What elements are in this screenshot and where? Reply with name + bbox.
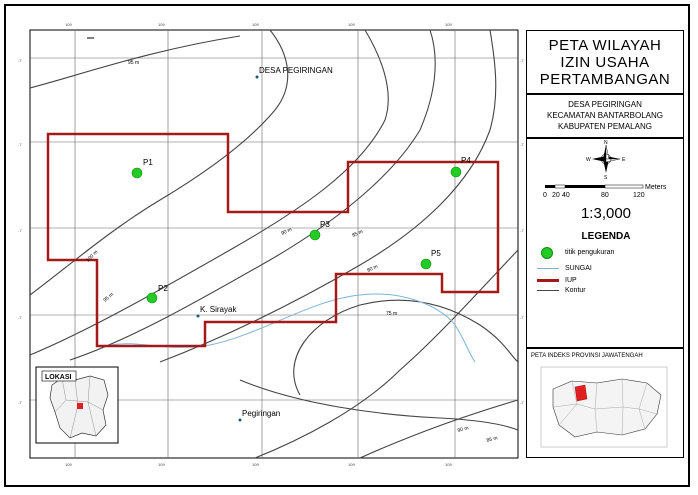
legend-panel: N E W S 0 20 40 80 120 Meters 1:3,000 LE… [526,138,684,348]
bottom-tick-5: 109 [445,462,452,467]
contour-label-3: 95 m [102,292,114,304]
scale-tick-40: 40 [562,192,570,199]
svg-text:S: S [604,175,608,181]
place-pegiringan-marker [238,418,242,422]
index-map-highlight [574,384,588,402]
lokasi-title: LOKASI [45,374,72,381]
top-tick-5: 109 [445,22,452,27]
svg-text:N: N [604,140,608,146]
scale-tick-20: 20 [552,192,560,199]
legend-label-titik: titik pengukuran [565,248,615,256]
legend-item-iup: IUP [537,275,577,285]
map-subtitle-line-3: KABUPATEN PEMALANG [558,122,652,131]
place-k-sirayak-label: K. Sirayak [200,305,237,314]
point-p2-label: P2 [158,284,168,293]
left-tick-5: -7 [18,400,22,405]
point-p2-marker[interactable] [146,292,158,304]
map-title-line-3: PERTAMBANGAN [539,71,671,88]
contour-line-icon [537,285,561,295]
map-title-line-1: PETA WILAYAH [548,37,662,54]
lokasi-highlight [77,403,83,409]
point-p5-marker[interactable] [420,258,432,270]
top-tick-1: 109 [65,22,72,27]
place-k-sirayak-marker [196,314,200,318]
contour-labels: 95 m 100 m 95 m 90 m 85 m 80 m 75 m 90 m… [85,60,498,444]
map-title-panel: PETA WILAYAH IZIN USAHA PERTAMBANGAN [526,30,684,94]
contour-label-5: 85 m [351,229,364,239]
iup-boundary [46,132,500,348]
place-markers: DESA PEGIRINGAN K. Sirayak Pegiringan [196,66,333,422]
scale-unit: Meters [645,184,667,191]
bottom-tick-3: 109 [252,462,259,467]
bottom-tick-1: 109 [65,462,72,467]
bottom-tick-4: 109 [348,462,355,467]
map-title-line-2: IZIN USAHA [560,54,650,71]
top-tick-4: 109 [348,22,355,27]
legend-item-sungai: SUNGAI [537,263,592,273]
scale-tick-80: 80 [601,192,609,199]
svg-text:W: W [586,157,591,163]
point-p3-marker[interactable] [309,229,321,241]
point-p4-marker[interactable] [450,166,462,178]
lokasi-inset: LOKASI [35,366,119,444]
place-desa-pegiringan-label: DESA PEGIRINGAN [259,66,333,75]
legend-label-kontur: Kontur [565,286,586,294]
green-circle-icon [537,247,561,259]
map-subtitle-line-1: DESA PEGIRINGAN [568,100,642,109]
contour-label-7: 75 m [386,311,397,317]
grid-tick-labels: 109 109 109 109 109 109 109 109 109 109 … [18,22,524,467]
point-p5-label: P5 [431,249,441,258]
contour-label-4: 90 m [280,227,293,237]
point-p1-label: P1 [143,158,153,167]
left-tick-2: -7 [18,142,22,147]
legend-item-kontur: Kontur [537,285,586,295]
left-tick-4: -7 [18,315,22,320]
point-p1-marker[interactable] [131,167,143,179]
right-tick-4: -7 [520,315,524,320]
contour-label-1: 95 m [128,60,139,66]
legend-label-sungai: SUNGAI [565,264,592,272]
right-tick-5: -7 [520,400,524,405]
right-tick-2: -7 [520,142,524,147]
scale-bar: 0 20 40 80 120 Meters [543,184,667,199]
map-subtitle-panel: DESA PEGIRINGAN KECAMATAN BANTARBOLANG K… [526,94,684,138]
scale-tick-120: 120 [633,192,645,199]
north-arrow-icon: N E W S [586,140,626,181]
scale-tick-0: 0 [543,192,547,199]
legend-item-titik: titik pengukuran [537,247,615,259]
place-pegiringan-label: Pegiringan [242,409,280,418]
contour-label-6: 80 m [366,264,379,274]
north-arrow-and-scalebar: N E W S 0 20 40 80 120 Meters [543,140,667,199]
right-tick-1: -7 [520,58,524,63]
index-map-graphic [540,366,668,448]
left-tick-1: -7 [18,58,22,63]
legend-label-iup: IUP [565,276,577,284]
index-map-title: PETA INDEKS PROVINSI JAWATENGAH [531,353,643,359]
river-line-icon [537,263,561,273]
point-p4-label: P4 [461,156,471,165]
right-tick-3: -7 [520,228,524,233]
left-tick-3: -7 [18,228,22,233]
iup-line-icon [537,275,561,285]
map-area-border [29,29,519,459]
index-map-panel: PETA INDEKS PROVINSI JAWATENGAH [526,348,684,458]
map-subtitle-line-2: KECAMATAN BANTARBOLANG [546,111,664,120]
top-tick-2: 109 [158,22,165,27]
point-p3-label: P3 [320,220,330,229]
place-desa-pegiringan-marker [255,75,259,79]
bottom-tick-2: 109 [158,462,165,467]
top-tick-3: 109 [252,22,259,27]
contour-label-8: 90 m [457,425,469,434]
measurement-points: P1 P2 P3 P4 P5 [131,156,471,304]
legend-title: LEGENDA [581,231,631,242]
svg-text:E: E [622,157,626,163]
contour-label-9: 85 m [486,435,498,444]
scale-ratio: 1:3,000 [580,205,632,222]
